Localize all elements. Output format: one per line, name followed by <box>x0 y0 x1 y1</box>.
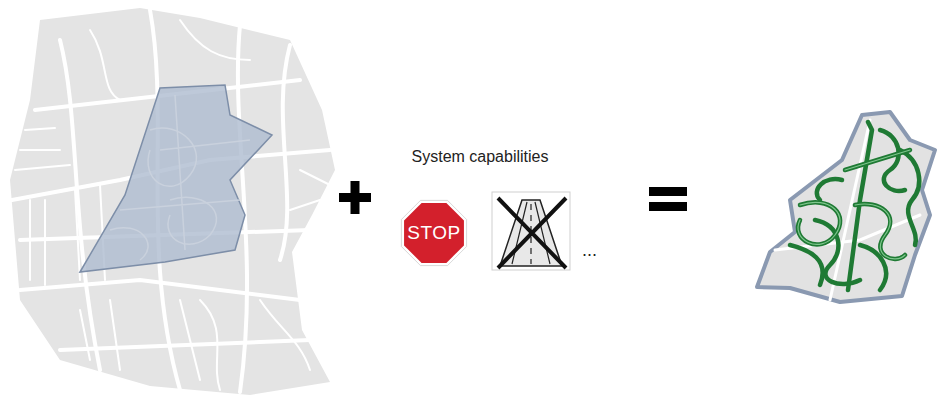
equals-sign <box>649 187 687 211</box>
plus-sign <box>339 181 371 214</box>
no-road-icon <box>492 192 570 270</box>
city-map <box>10 8 335 395</box>
group-heading: System capabilities <box>412 148 549 166</box>
ellipsis-label: ... <box>582 240 597 261</box>
sign-text: STOP <box>407 222 460 244</box>
route-map <box>757 112 935 302</box>
stop-sign: STOP <box>398 197 470 269</box>
